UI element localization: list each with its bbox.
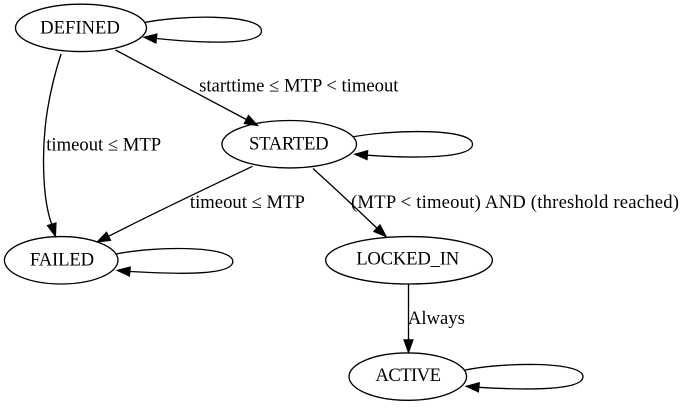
svg-text:STARTED: STARTED (249, 133, 329, 154)
svg-text:FAILED: FAILED (30, 250, 94, 271)
svg-text:DEFINED: DEFINED (40, 17, 120, 38)
svg-text:ACTIVE: ACTIVE (375, 365, 441, 386)
svg-text:timeout ≤ MTP: timeout ≤ MTP (46, 134, 161, 155)
svg-text:Always: Always (408, 308, 465, 329)
svg-text:(MTP < timeout) AND (threshold: (MTP < timeout) AND (threshold reached) (351, 192, 679, 213)
svg-text:starttime ≤ MTP < timeout: starttime ≤ MTP < timeout (199, 75, 399, 96)
svg-text:LOCKED_IN: LOCKED_IN (356, 249, 460, 270)
svg-text:timeout ≤ MTP: timeout ≤ MTP (190, 192, 305, 213)
